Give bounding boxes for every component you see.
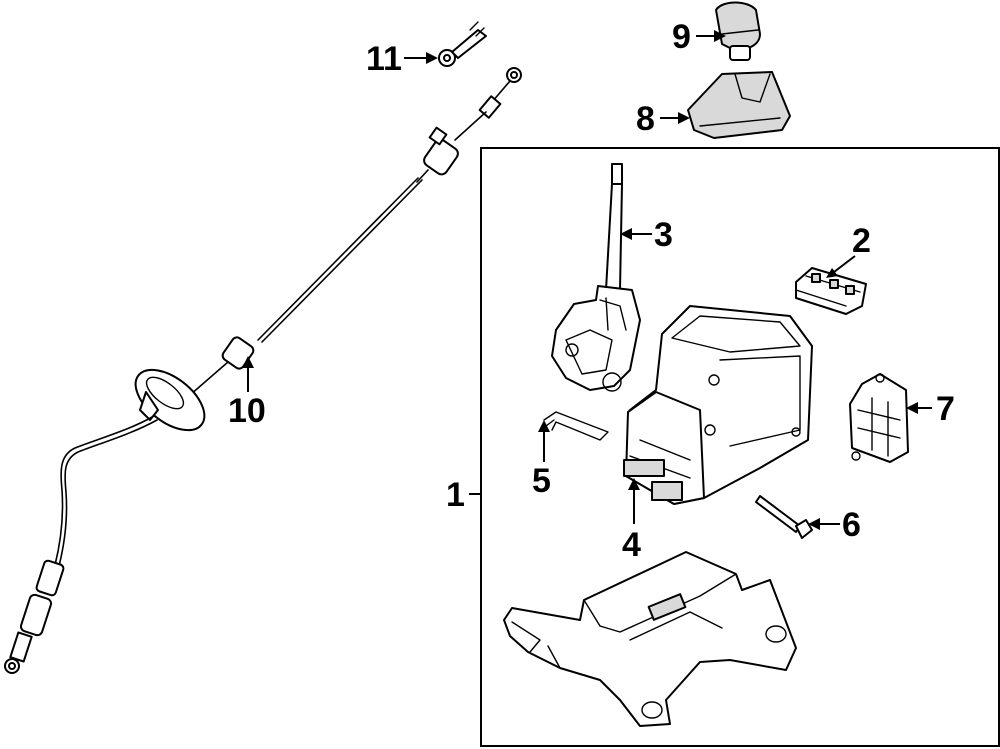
base-bracket-drawing bbox=[503, 551, 797, 727]
shift-knob-drawing bbox=[715, 1, 761, 61]
callout-3: 3 bbox=[654, 216, 673, 254]
bolt-drawing bbox=[755, 495, 813, 539]
callout-9: 9 bbox=[672, 18, 691, 56]
callout-2: 2 bbox=[852, 222, 871, 260]
cable-clip-drawing bbox=[438, 21, 487, 67]
leader-lines bbox=[242, 30, 932, 530]
callout-5: 5 bbox=[532, 462, 551, 500]
callout-10: 10 bbox=[228, 392, 266, 430]
callout-7: 7 bbox=[936, 390, 955, 428]
callout-1: 1 bbox=[446, 476, 465, 514]
shifter-housing-drawing bbox=[623, 305, 813, 505]
assembly-group-frame bbox=[480, 147, 1000, 747]
switch-drawing bbox=[795, 267, 867, 315]
shift-boot-drawing bbox=[687, 71, 791, 139]
callout-11: 11 bbox=[366, 40, 402, 78]
callout-6: 6 bbox=[842, 506, 861, 544]
callout-8: 8 bbox=[636, 100, 655, 138]
shift-cable-drawing bbox=[4, 67, 522, 674]
control-module-drawing bbox=[849, 373, 909, 463]
callout-4: 4 bbox=[622, 526, 641, 564]
shift-lever-drawing bbox=[551, 163, 641, 392]
spring-pin-drawing bbox=[543, 411, 609, 441]
